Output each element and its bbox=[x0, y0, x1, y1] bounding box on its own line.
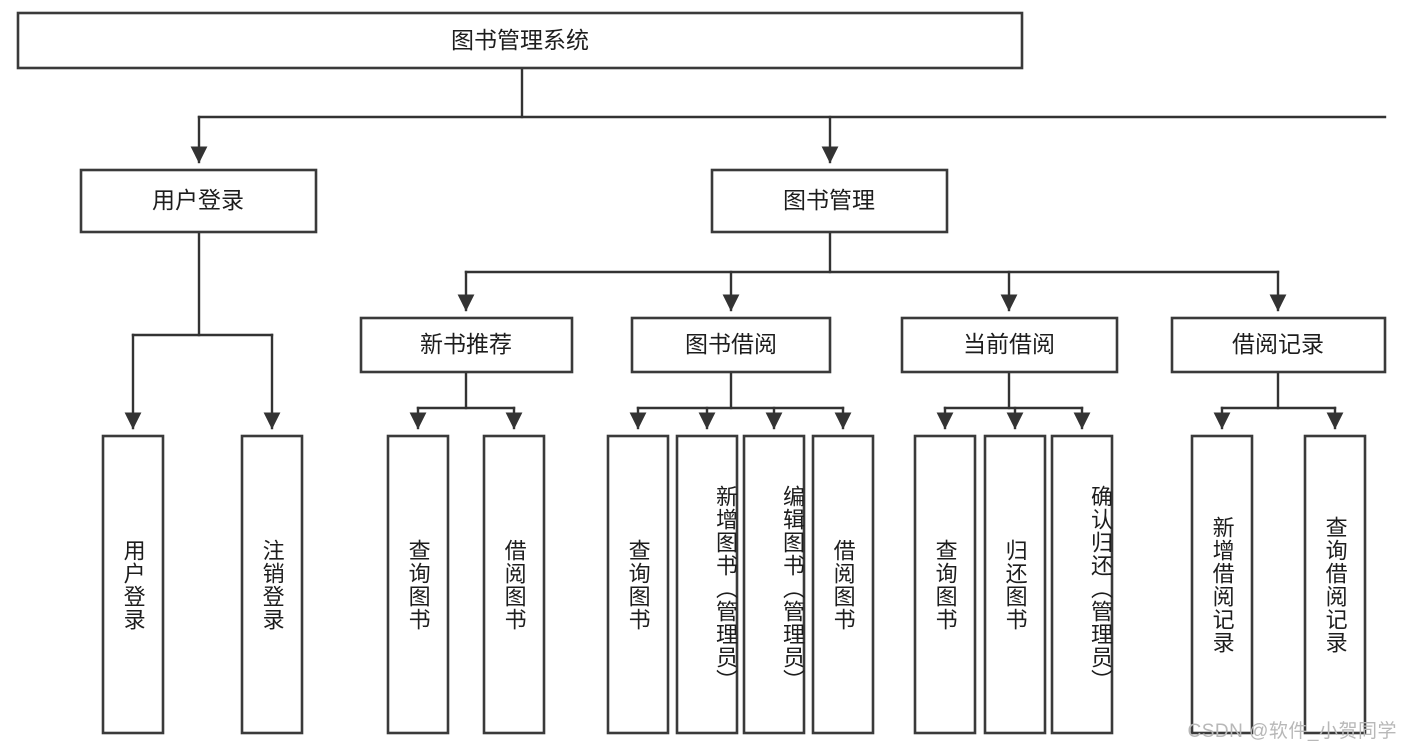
node-new-book-recommend-box[interactable] bbox=[359, 316, 574, 374]
node-leaf-add-book-box[interactable] bbox=[675, 434, 739, 735]
node-borrow-record[interactable]: 借阅记录 bbox=[1170, 316, 1387, 374]
node-book-borrow-label: 图书借阅 bbox=[685, 331, 777, 357]
node-leaf-return-book-box[interactable] bbox=[983, 434, 1047, 735]
node-book-borrow-box[interactable] bbox=[630, 316, 832, 374]
node-leaf-query-book-3-box[interactable] bbox=[913, 434, 977, 735]
node-root-label: 图书管理系统 bbox=[451, 27, 589, 53]
node-leaf-query-book-1-box[interactable] bbox=[386, 434, 450, 735]
node-leaf-logout-box[interactable] bbox=[240, 434, 304, 735]
node-leaf-user-login-box[interactable] bbox=[101, 434, 165, 735]
node-book-manage[interactable]: 图书管理 bbox=[710, 168, 949, 234]
node-leaf-add-record-box[interactable] bbox=[1190, 434, 1254, 735]
node-leaf-borrow-book-2-box[interactable] bbox=[811, 434, 875, 735]
node-book-manage-label: 图书管理 bbox=[783, 187, 875, 213]
node-current-borrow[interactable]: 当前借阅 bbox=[900, 316, 1119, 374]
node-new-book-recommend[interactable]: 新书推荐 bbox=[359, 316, 574, 374]
node-current-borrow-box[interactable] bbox=[900, 316, 1119, 374]
connector-layer bbox=[124, 66, 1387, 430]
node-leaf-query-record-box[interactable] bbox=[1303, 434, 1367, 735]
node-root-box[interactable] bbox=[16, 11, 1024, 70]
node-new-book-recommend-label: 新书推荐 bbox=[420, 331, 512, 357]
node-user-login[interactable]: 用户登录 bbox=[79, 168, 318, 234]
node-book-manage-box[interactable] bbox=[710, 168, 949, 234]
node-leaf-confirm-return-box[interactable] bbox=[1050, 434, 1114, 735]
node-layer: 图书管理系统 用户登录 图书管理 新书推荐 图书借阅 当前 bbox=[16, 11, 1387, 735]
node-leaf-borrow-book-1-box[interactable] bbox=[482, 434, 546, 735]
node-borrow-record-label: 借阅记录 bbox=[1232, 331, 1324, 357]
node-leaf-query-book-2-box[interactable] bbox=[606, 434, 670, 735]
node-current-borrow-label: 当前借阅 bbox=[963, 331, 1055, 357]
node-root[interactable]: 图书管理系统 bbox=[16, 11, 1024, 70]
node-book-borrow[interactable]: 图书借阅 bbox=[630, 316, 832, 374]
node-user-login-box[interactable] bbox=[79, 168, 318, 234]
node-leaf-edit-book-box[interactable] bbox=[742, 434, 806, 735]
node-borrow-record-box[interactable] bbox=[1170, 316, 1387, 374]
node-user-login-label: 用户登录 bbox=[152, 187, 244, 213]
csdn-watermark: CSDN @软件_小贺同学 bbox=[1187, 721, 1397, 742]
